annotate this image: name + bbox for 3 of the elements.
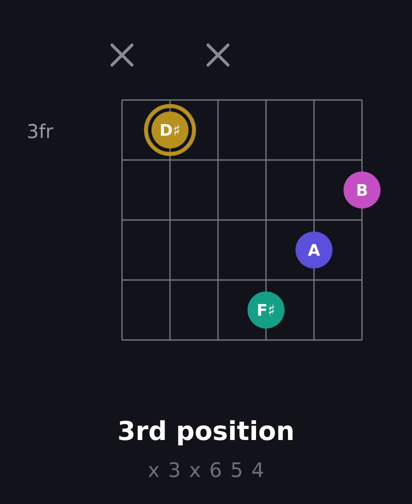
chord-title: 3rd position [119, 420, 293, 446]
fret-number: 3fr [28, 124, 54, 138]
fingering-caption: x 3 x 6 5 4 [148, 462, 264, 478]
